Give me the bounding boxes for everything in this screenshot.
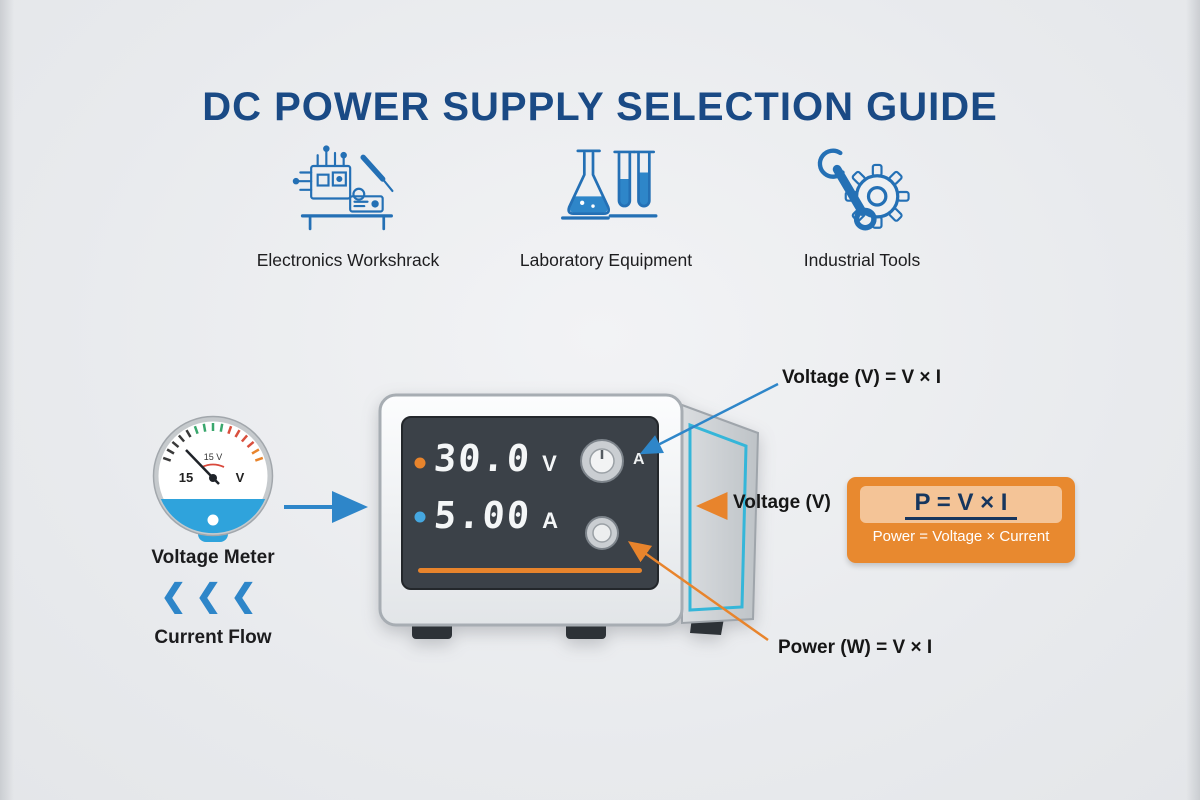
page-title: DC POWER SUPPLY SELECTION GUIDE xyxy=(202,84,998,129)
formula-text: P = V × I xyxy=(904,489,1018,520)
current-flow-chevrons-icon: ❮❮❮ xyxy=(160,578,266,613)
category-laboratory: Laboratory Equipment xyxy=(481,140,731,271)
current-flow-label: Current Flow xyxy=(154,627,272,648)
knob-unit-label: A xyxy=(633,451,645,468)
category-label: Laboratory Equipment xyxy=(519,250,693,270)
meter-top-reading: 15 V xyxy=(204,452,223,462)
voltage-value: 30.0 xyxy=(432,437,533,480)
voltage-indicator-dot xyxy=(414,457,426,469)
circuit-workbench-icon xyxy=(292,145,394,231)
voltage-unit: V xyxy=(542,451,557,476)
formula-band: P = V × I xyxy=(860,486,1062,523)
category-industrial: Industrial Tools xyxy=(737,140,987,271)
voltage-side-annotation: Voltage (V) xyxy=(733,492,831,513)
voltage-knob-cap xyxy=(589,448,615,474)
current-value: 5.00 xyxy=(432,494,533,537)
category-label: Industrial Tools xyxy=(803,250,921,270)
category-label: Electronics Workshrack xyxy=(256,250,440,270)
voltage-meter-gauge: 15 V 15 V xyxy=(152,415,274,542)
voltage-readout: 30.0 V xyxy=(432,437,557,480)
meter-scale-left: 15 xyxy=(179,470,193,485)
category-electronics: Electronics Workshrack xyxy=(223,140,473,271)
current-knob-cap xyxy=(592,523,612,543)
display-accent-bar xyxy=(418,568,642,573)
power-formula-annotation: Power (W) = V × I xyxy=(778,637,933,658)
current-indicator-dot xyxy=(414,511,426,523)
power-formula-box: P = V × I Power = Voltage × Current xyxy=(847,477,1075,563)
formula-caption: Power = Voltage × Current xyxy=(872,528,1050,545)
current-readout: 5.00 A xyxy=(432,494,558,537)
current-unit: A xyxy=(542,508,558,533)
power-supply-device xyxy=(378,393,760,639)
lab-flask-icon xyxy=(561,149,658,220)
voltage-formula-annotation: Voltage (V) = V × I xyxy=(782,367,942,388)
wrench-gear-icon xyxy=(817,148,910,231)
meter-scale-right: V xyxy=(236,470,245,485)
voltage-meter-label: Voltage Meter xyxy=(151,547,275,568)
